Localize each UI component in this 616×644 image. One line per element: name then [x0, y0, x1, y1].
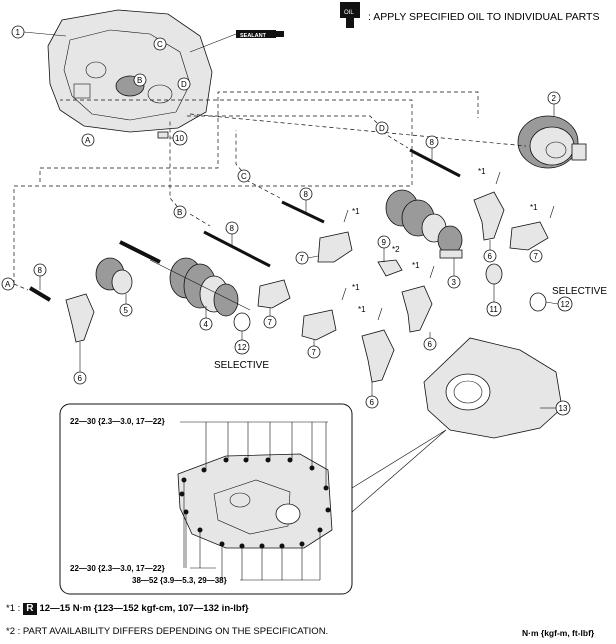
callout-2: 2 — [547, 91, 561, 116]
callout-1: 1 — [11, 25, 67, 39]
svg-text:D: D — [379, 124, 385, 133]
footnote-1-prefix: *1 : — [6, 603, 21, 614]
callout-7a: 7 — [295, 251, 319, 265]
sealant-tube-icon: SEALANT — [236, 30, 284, 39]
svg-text:7: 7 — [268, 318, 273, 327]
svg-text:C: C — [157, 40, 163, 49]
callout-7b: 7 — [263, 308, 277, 329]
callout-6d: 6 — [365, 382, 379, 409]
callout-10: 10 — [170, 130, 188, 146]
star1-label: *1 — [352, 207, 360, 216]
svg-text:11: 11 — [490, 305, 499, 314]
svg-text:12: 12 — [238, 343, 247, 352]
footnote-1-text: 12—15 N·m {123—152 kgf-cm, 107—132 in-lb… — [39, 603, 249, 614]
torque-top-label: 22—30 {2.3—3.0, 17—22} — [70, 417, 165, 426]
callout-4: 4 — [199, 306, 213, 331]
differential-2 — [517, 115, 587, 169]
shim-12-left — [233, 312, 251, 332]
footnote-1-r-box: R — [23, 603, 37, 615]
torque-mid-label: 22—30 {2.3—3.0, 17—22} — [70, 564, 165, 573]
selective-label-right: SELECTIVE — [552, 286, 607, 297]
bolts-star1 — [341, 171, 555, 321]
svg-text:8: 8 — [230, 224, 235, 233]
secondary-shaft-gear-3 — [385, 189, 463, 259]
callout-8c: 8 — [299, 187, 313, 212]
oil-can-icon: OIL — [340, 2, 360, 28]
svg-text:7: 7 — [312, 348, 317, 357]
callout-6a: 6 — [73, 342, 87, 385]
star1-label: *1 — [352, 283, 360, 292]
shift-levers-7 — [257, 221, 549, 341]
svg-text:6: 6 — [488, 252, 493, 261]
primary-shaft-gear-4 — [149, 257, 251, 317]
shim-12-right — [529, 292, 547, 312]
flange-bolts — [179, 457, 331, 549]
svg-text:13: 13 — [559, 404, 568, 413]
svg-text:A: A — [5, 280, 11, 289]
svg-text:9: 9 — [382, 238, 387, 247]
input-shaft-5 — [95, 240, 161, 295]
oil-legend-text: : APPLY SPECIFIED OIL TO INDIVIDUAL PART… — [368, 11, 599, 23]
svg-text:C: C — [241, 172, 247, 181]
clutch-housing-13 — [423, 337, 563, 439]
units-label: N·m {kgf-m, ft-lbf} — [522, 628, 595, 638]
svg-text:8: 8 — [304, 190, 309, 199]
svg-text:6: 6 — [428, 340, 433, 349]
svg-text:A: A — [85, 136, 91, 145]
svg-text:6: 6 — [370, 398, 375, 407]
callout-12a: 12 — [234, 331, 250, 355]
svg-text:3: 3 — [452, 278, 457, 287]
callout-5: 5 — [119, 294, 133, 317]
callout-8d: 8 — [425, 135, 439, 162]
callout-13: 13 — [540, 400, 571, 416]
svg-text:B: B — [137, 76, 142, 85]
svg-text:12: 12 — [561, 300, 570, 309]
svg-text:7: 7 — [300, 254, 305, 263]
oil-seal-11 — [485, 263, 503, 285]
svg-text:8: 8 — [430, 138, 435, 147]
shift-rods-8 — [28, 148, 461, 302]
callout-7c: 7 — [307, 340, 321, 359]
svg-text:2: 2 — [552, 94, 557, 103]
svg-text:1: 1 — [16, 28, 21, 37]
svg-text:6: 6 — [78, 374, 83, 383]
magnet-10 — [157, 131, 169, 139]
callout-11: 11 — [486, 284, 502, 317]
callout-8b: 8 — [225, 221, 239, 246]
callout-7d: 7 — [529, 249, 543, 263]
shift-forks-6 — [65, 191, 505, 383]
detail-inset: 22—30 {2.3—3.0, 17—22} 22—30 {2.3—3.0, 1… — [59, 403, 447, 595]
callout-6c: 6 — [423, 332, 437, 351]
star1-label: *1 — [478, 167, 486, 176]
oil-icon-text: OIL — [344, 10, 354, 16]
svg-text:B: B — [177, 208, 182, 217]
svg-text:7: 7 — [534, 252, 539, 261]
star1-label: *1 — [358, 305, 366, 314]
callout-6b: 6 — [483, 240, 497, 263]
svg-text:4: 4 — [204, 320, 209, 329]
interlock-9 — [377, 259, 403, 277]
svg-text:D: D — [181, 80, 187, 89]
footnote-2: *2 : PART AVAILABILITY DIFFERS DEPENDING… — [6, 626, 329, 637]
svg-text:5: 5 — [124, 306, 129, 315]
callout-12b: 12 — [545, 296, 573, 312]
svg-text:8: 8 — [38, 266, 43, 275]
star2-label: *2 — [392, 245, 400, 254]
svg-text:10: 10 — [175, 134, 184, 143]
star1-label: *1 — [412, 261, 420, 270]
star1-label: *1 — [530, 203, 538, 212]
assembly-reference-lines — [13, 91, 527, 291]
transaxle-case-1 — [47, 9, 213, 133]
letter-markers: A A B B C C D D — [1, 37, 389, 291]
callout-9: 9 — [377, 235, 391, 262]
sealant-text: SEALANT — [240, 33, 267, 39]
callout-8a: 8 — [33, 263, 47, 290]
callout-3: 3 — [447, 258, 461, 289]
selective-label-left: SELECTIVE — [214, 360, 269, 371]
torque-bottom-label: 38—52 {3.9—5.3, 29—38} — [132, 576, 227, 585]
